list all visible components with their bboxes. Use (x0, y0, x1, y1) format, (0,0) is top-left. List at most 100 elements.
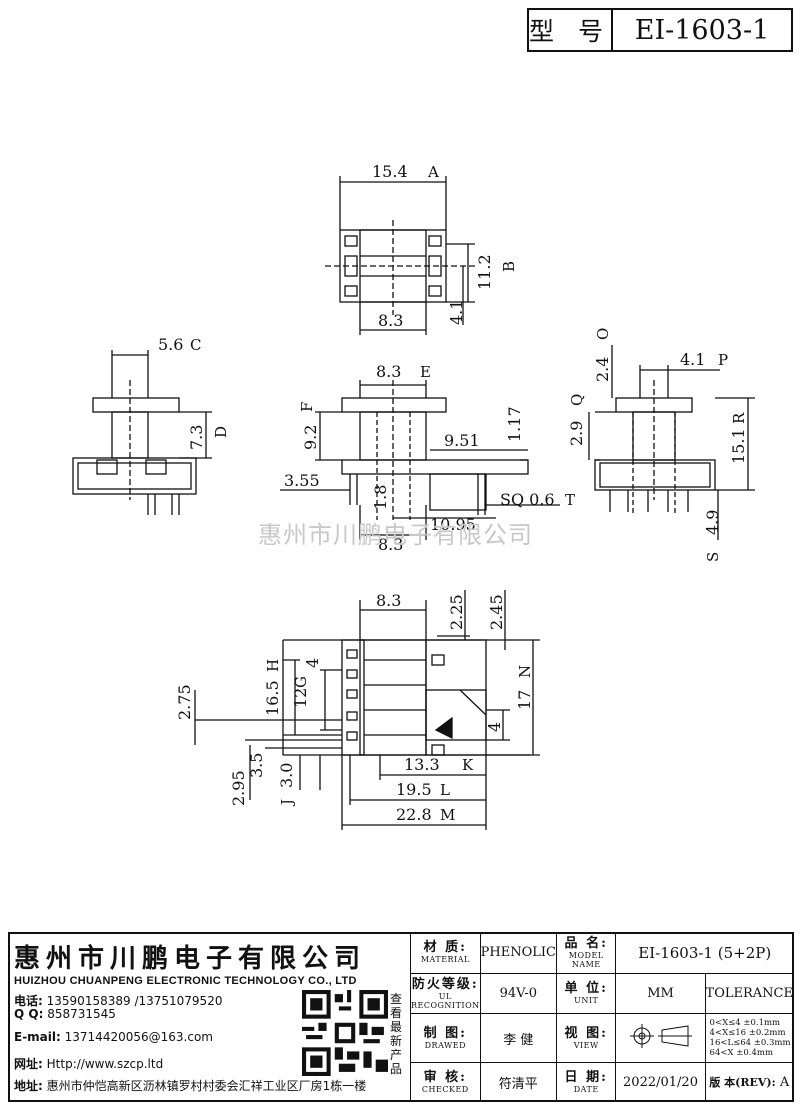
qq-line: Q Q: 858731545 (14, 1007, 116, 1021)
top-view (325, 176, 475, 335)
unit-label-en: UNIT (574, 996, 599, 1006)
dim-left-width-tag: C (190, 336, 201, 354)
tolerance-line-3: 16<L≤64 ±0.3mm (709, 1038, 791, 1049)
drawn-label: 制 图: (423, 1025, 467, 1041)
dim-bottom-h6: 2.75 (175, 684, 194, 720)
drawn-label-en: DRAWED (424, 1040, 466, 1050)
tolerance-line-1: 0<X≤4 ±0.1mm (709, 1018, 781, 1029)
dim-right-h2-tag: Q (568, 394, 586, 406)
email-label: E-mail: (14, 1030, 61, 1044)
email-value[interactable]: 13714420056@163.com (64, 1030, 213, 1044)
dim-bottom-h8: 3.0 (277, 763, 296, 788)
dim-front-d6: 10.95 (430, 515, 476, 534)
technical-drawing: 15.4 A 11.2 B 8.3 4.1 5.6 C 7.3 D 8.3 E … (72, 162, 755, 830)
model-title-box: 型 号 EI-1603-1 (527, 8, 793, 52)
checked-value: 符清平 (479, 1062, 557, 1102)
flame-value: 94V-0 (479, 972, 557, 1015)
dim-front-top-tag: E (420, 363, 431, 381)
address-label: 地址: (14, 1079, 43, 1093)
checked-label-en: CHECKED (421, 1084, 469, 1094)
dim-right-h4: 4.9 (703, 510, 722, 535)
dim-top-inner: 8.3 (378, 311, 403, 330)
unit-value: MM (615, 972, 706, 1015)
front-view (280, 380, 560, 540)
dim-bottom-h2-tag: G (292, 676, 310, 688)
model-label: 品 名: (564, 935, 608, 951)
dim-bottom-w2-tag: K (462, 756, 474, 774)
phone-label: 电话: (14, 994, 43, 1008)
date-value: 2022/01/20 (615, 1062, 706, 1102)
material-label: 材 质: (423, 940, 467, 956)
dim-bottom-h8-tag: J (278, 799, 296, 807)
view-label-cell: 视 图: VIEW (555, 1013, 617, 1064)
dim-front-d4: 9.51 (444, 431, 480, 450)
dim-right-w-tag: P (718, 351, 728, 369)
drawn-label-cell: 制 图: DRAWED (410, 1013, 481, 1064)
watermark: 惠州市川鹏电子有限公司 (258, 521, 533, 549)
qr-caption: 查看最新产品 (390, 992, 403, 1076)
qr-code-icon[interactable] (302, 990, 388, 1076)
right-view (588, 345, 755, 540)
dim-bottom-d1: 2.25 (447, 594, 466, 630)
material-label-en: MATERIAL (420, 955, 470, 965)
dim-top-height-tag: B (500, 261, 518, 272)
web-value[interactable]: Http://www.szcp.ltd (46, 1057, 164, 1071)
dim-front-h1-tag: F (298, 402, 316, 412)
dim-bottom-h2: 12 (291, 688, 310, 708)
dim-bottom-h7: 3.5 (247, 753, 266, 778)
dim-top-width: 15.4 (372, 162, 408, 181)
dim-bottom-h4-tag: N (516, 665, 534, 678)
address-value: 惠州市仲恺高新区沥林镇罗村村委会汇祥工业区厂房1栋一楼 (46, 1079, 367, 1093)
tolerance-table: 0<X≤4 ±0.1mm 4<X≤16 ±0.2mm 16<L≤64 ±0.3m… (704, 1013, 795, 1064)
dim-right-h4-tag: S (704, 552, 722, 562)
dim-front-d2: 1.8 (371, 485, 390, 510)
dim-front-d5: 1.17 (505, 406, 524, 442)
model-value: EI-1603-1 (5+2P) (615, 932, 794, 974)
model-number: EI-1603-1 (634, 14, 770, 46)
type-label: 型 号 (529, 10, 613, 50)
dim-bottom-h9: 2.95 (229, 770, 248, 806)
revision-label: 版 本(REV): (709, 1076, 776, 1090)
phone-line: 电话: 13590158389 /13751079520 (14, 992, 222, 1009)
view-label: 视 图: (564, 1025, 608, 1041)
dim-left-width: 5.6 (158, 335, 183, 354)
dim-front-h1: 9.2 (301, 425, 320, 450)
checked-label: 审 核: (423, 1069, 467, 1085)
dim-right-h2: 2.9 (567, 421, 586, 446)
flame-label: 防火等级: (411, 976, 479, 992)
material-label-cell: 材 质: MATERIAL (410, 932, 481, 974)
dim-front-pin: SQ 0.6 (500, 490, 555, 509)
dim-front-pin-tag: T (565, 491, 575, 509)
revision-cell: 版 本(REV): A (704, 1062, 795, 1102)
flame-label-cell: 防火等级: UL RECOGNITION (410, 972, 481, 1015)
email-line: E-mail: 13714420056@163.com (14, 1030, 213, 1044)
dim-top-height: 11.2 (475, 254, 494, 290)
model-label-en: MODEL NAME (568, 950, 604, 969)
dim-bottom-w3-tag: L (440, 781, 450, 799)
dim-bottom-h1-tag: H (264, 659, 282, 672)
company-name-en: HUIZHOU CHUANPENG ELECTRONIC TECHNOLOGY … (14, 975, 357, 987)
dim-right-h1: 2.4 (593, 357, 612, 382)
dim-right-h1-tag: O (594, 328, 612, 340)
bottom-view (194, 590, 540, 830)
dim-front-top: 8.3 (376, 362, 401, 381)
dim-front-d1: 3.55 (284, 471, 320, 490)
phone-value: 13590158389 /13751079520 (46, 994, 223, 1008)
drawn-value: 李 健 (479, 1013, 557, 1064)
material-value: PHENOLIC (479, 932, 557, 974)
checked-label-cell: 审 核: CHECKED (410, 1062, 481, 1102)
tolerance-line-2: 4<X≤16 ±0.2mm (709, 1028, 786, 1039)
flame-label-en: UL RECOGNITION (411, 991, 480, 1010)
dim-bottom-w3: 19.5 (396, 780, 432, 799)
dim-bottom-w1: 8.3 (376, 591, 401, 610)
projection-symbol-icon (615, 1013, 706, 1064)
left-view (72, 350, 212, 515)
dim-bottom-h5: 4 (485, 722, 504, 732)
view-label-en: VIEW (573, 1040, 599, 1050)
dim-right-h3: 15.1 (729, 428, 748, 464)
web-line: 网址: Http://www.szcp.ltd (14, 1055, 163, 1072)
dim-bottom-h1: 16.5 (263, 680, 282, 716)
dim-right-h3-tag: R (730, 412, 748, 424)
revision-value: A (779, 1075, 790, 1091)
unit-label: 单 位: (564, 981, 608, 997)
